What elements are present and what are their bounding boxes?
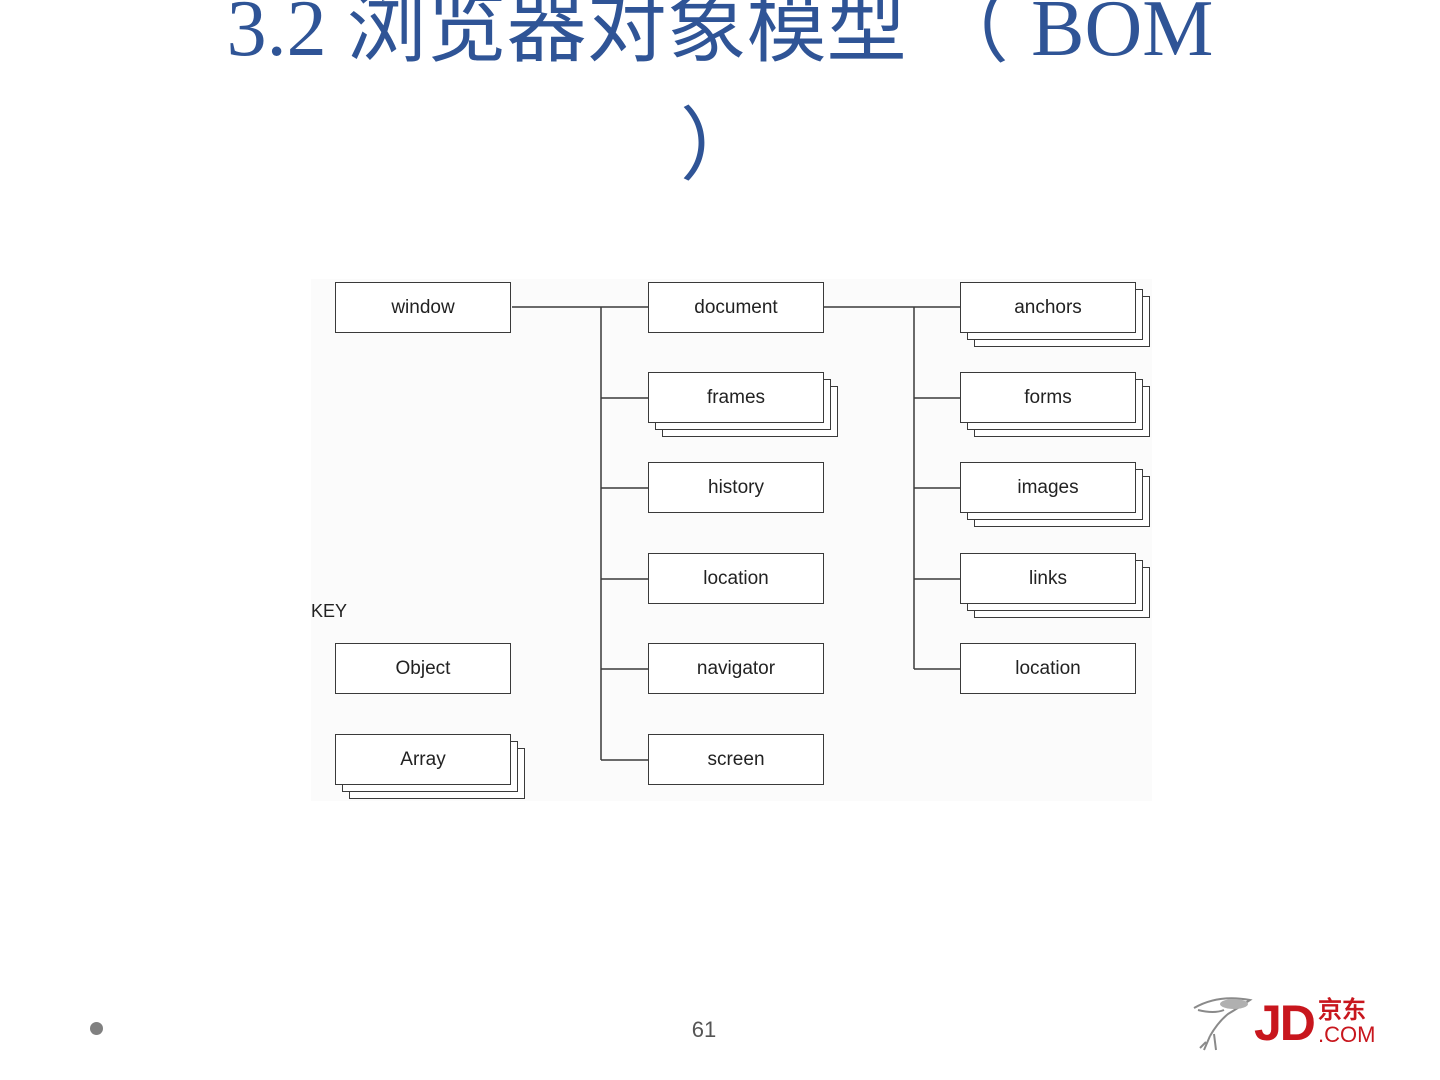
- node-frames-stack: frames: [648, 372, 838, 437]
- title-text: 浏览器对象模型: [346, 0, 907, 74]
- jd-logo: JD 京东 .COM: [1188, 992, 1378, 1056]
- title-close-paren: ）: [680, 99, 760, 192]
- dog-mascot-icon: [1193, 997, 1253, 1051]
- node-forms-stack: forms: [960, 372, 1150, 437]
- node-frames: frames: [648, 372, 824, 423]
- logo-cn: 京东: [1318, 996, 1366, 1024]
- node-document: document: [648, 282, 824, 333]
- node-location: location: [648, 553, 824, 604]
- node-anchors: anchors: [960, 282, 1136, 333]
- node-forms: forms: [960, 372, 1136, 423]
- key-label: KEY: [311, 601, 348, 621]
- logo-com: .COM: [1318, 1022, 1376, 1047]
- node-images: images: [960, 462, 1136, 513]
- title-open-paren: （: [928, 0, 1009, 74]
- node-document-location: location: [960, 643, 1136, 694]
- bom-diagram: window document frames history location …: [311, 279, 1152, 801]
- title-bom: BOM: [1031, 0, 1214, 73]
- node-anchors-stack: anchors: [960, 282, 1150, 347]
- bullet-dot: [90, 1022, 103, 1035]
- node-links-stack: links: [960, 553, 1150, 618]
- title-section-number: 3.2: [226, 0, 347, 73]
- node-links: links: [960, 553, 1136, 604]
- logo-jd: JD: [1254, 995, 1316, 1051]
- node-history: history: [648, 462, 824, 513]
- page-number: 61: [691, 1017, 717, 1042]
- node-images-stack: images: [960, 462, 1150, 527]
- node-window: window: [335, 282, 511, 333]
- key-array: Array: [335, 734, 511, 785]
- key-array-stack: Array: [335, 734, 525, 799]
- node-navigator: navigator: [648, 643, 824, 694]
- connector-lines: [512, 306, 960, 761]
- key-object: Object: [335, 643, 511, 694]
- slide-title: 3.2 浏览器对象模型 （ BOM: [0, 0, 1440, 79]
- node-screen: screen: [648, 734, 824, 785]
